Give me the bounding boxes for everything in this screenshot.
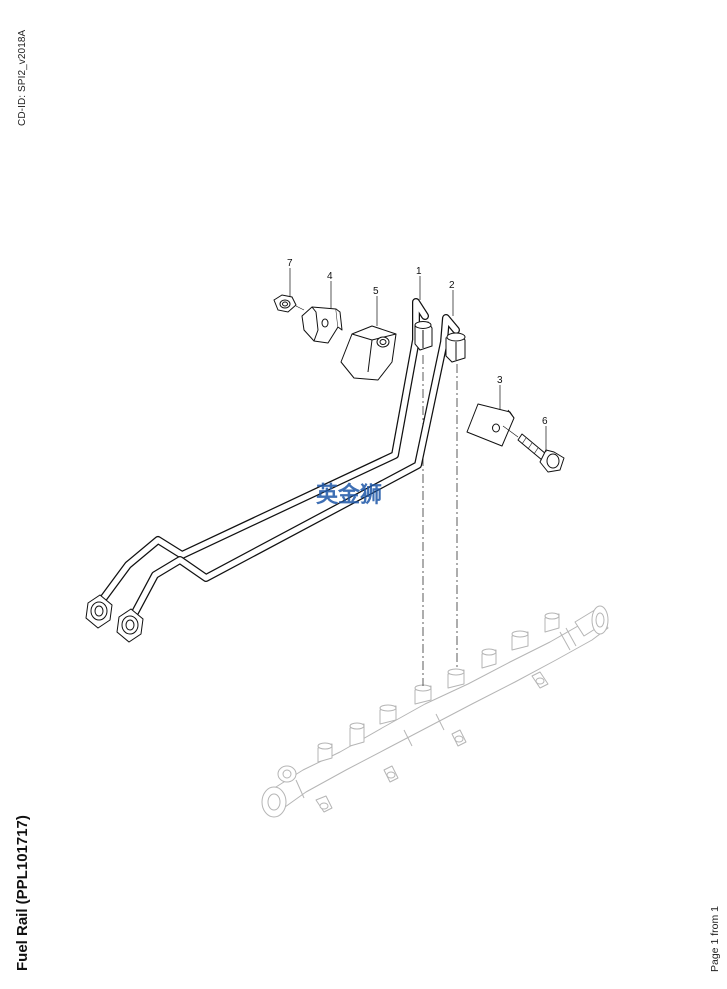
pipe-nut-lower-left-1 [85,594,113,629]
bolt-part-6 [502,425,565,473]
pipe-nut-top-1 [414,321,433,351]
callout-7: 7 [287,258,293,269]
bracket-part-4 [301,306,343,344]
clamp-part-3 [466,403,515,447]
nut-part-7 [273,294,305,313]
callout-3: 3 [497,375,503,386]
callout-4: 4 [327,271,333,282]
callout-1: 1 [416,266,422,277]
callout-6: 6 [542,416,548,427]
callout-numbers: 1 2 3 4 5 6 7 [287,258,548,427]
pipe-nut-top-2 [445,332,466,363]
fuel-pipe-2 [127,314,460,624]
assembly-guide-lines [422,355,458,686]
callout-5: 5 [373,286,379,297]
fuel-rail [261,605,609,818]
watermark-text: 英金狮 [316,482,382,508]
grommet-part-5 [340,325,397,381]
fuel-pipe-1 [93,298,429,611]
callout-2: 2 [449,280,455,291]
leader-lines [289,268,547,452]
pipe-nut-lower-left-2 [116,608,144,643]
